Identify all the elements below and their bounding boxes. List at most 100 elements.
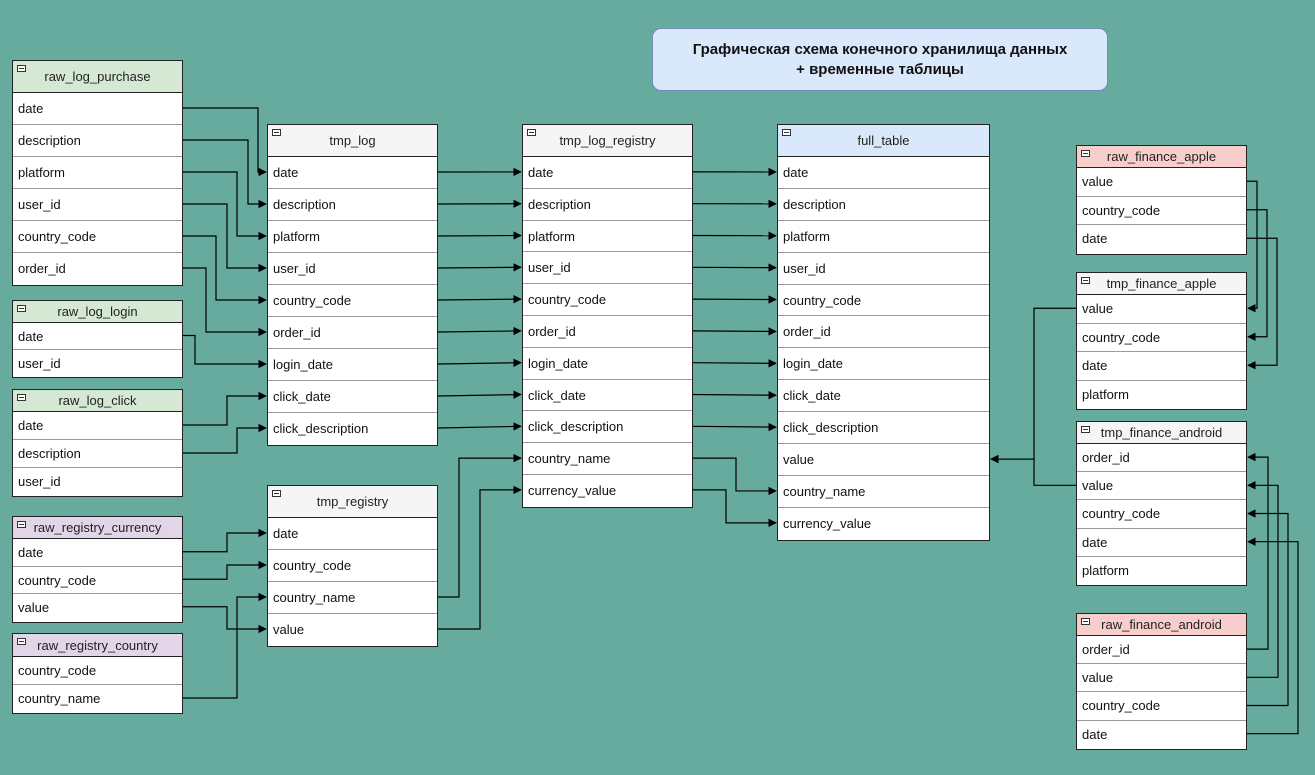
field-row[interactable]: order_id — [268, 317, 437, 349]
field-row[interactable]: country_code — [13, 221, 182, 253]
field-row[interactable]: date — [1077, 352, 1246, 381]
field-row[interactable]: date — [13, 323, 182, 350]
field-row[interactable]: platform — [778, 221, 989, 253]
field-row[interactable]: description — [523, 189, 692, 221]
field-row[interactable]: currency_value — [783, 515, 872, 531]
field-row[interactable]: platform — [1082, 386, 1129, 402]
collapse-icon[interactable] — [17, 305, 26, 312]
field-row[interactable]: platform — [523, 221, 692, 253]
collapse-icon[interactable] — [1081, 618, 1090, 625]
field-row[interactable]: date — [523, 157, 692, 189]
field-row[interactable]: click_date — [268, 381, 437, 413]
collapse-icon[interactable] — [1081, 426, 1090, 433]
field-row[interactable]: description — [13, 125, 182, 157]
field-row[interactable]: date — [13, 539, 182, 567]
field-row[interactable]: order_id — [1077, 636, 1246, 665]
field-row[interactable]: user_id — [268, 253, 437, 285]
field-row[interactable]: platform — [268, 221, 437, 253]
field-row[interactable]: country_code — [1077, 324, 1246, 352]
field-row[interactable]: order_id — [523, 316, 692, 348]
field-row[interactable]: user_id — [523, 252, 692, 285]
field-row[interactable]: platform — [1082, 562, 1129, 578]
field-row[interactable]: country_name — [18, 691, 101, 706]
field-row[interactable]: country_name — [778, 476, 989, 508]
field-row[interactable]: date — [1077, 529, 1246, 557]
field-row[interactable]: order_id — [778, 316, 989, 349]
table-header[interactable]: raw_log_click — [13, 390, 182, 412]
table-header[interactable]: full_table — [778, 125, 989, 157]
field-row[interactable]: user_id — [18, 356, 61, 371]
field-row[interactable]: user_id — [18, 474, 61, 489]
table-header[interactable]: raw_finance_apple — [1077, 146, 1246, 168]
field-row[interactable]: country_name — [268, 582, 437, 614]
field-row[interactable]: login_date — [523, 348, 692, 380]
field-row[interactable]: date — [268, 518, 437, 550]
field-row[interactable]: date — [778, 157, 989, 189]
collapse-icon[interactable] — [272, 129, 281, 136]
field-row[interactable]: date — [13, 93, 182, 125]
table-header[interactable]: raw_registry_country — [13, 634, 182, 657]
field-row[interactable]: value — [1077, 664, 1246, 693]
collapse-icon[interactable] — [17, 394, 26, 401]
table-header[interactable]: tmp_log — [268, 125, 437, 157]
collapse-icon[interactable] — [272, 490, 281, 497]
field-row[interactable]: date — [13, 412, 182, 440]
field-row[interactable]: country_code — [13, 567, 182, 594]
field-row[interactable]: click_date — [523, 380, 692, 412]
table-header[interactable]: raw_log_purchase — [13, 61, 182, 93]
field-row[interactable]: date — [1082, 231, 1108, 246]
collapse-icon[interactable] — [17, 521, 26, 528]
collapse-icon[interactable] — [527, 129, 536, 136]
field-row[interactable]: country_code — [778, 285, 989, 317]
field-row[interactable]: user_id — [13, 189, 182, 221]
field-row[interactable]: country_code — [268, 285, 437, 317]
field-row[interactable]: description — [13, 440, 182, 468]
field-row[interactable]: click_date — [778, 380, 989, 413]
field-row[interactable]: value — [1077, 472, 1246, 501]
collapse-icon[interactable] — [1081, 150, 1090, 157]
field-row[interactable]: value — [1077, 168, 1246, 197]
field-row[interactable]: click_description — [273, 421, 369, 436]
field-row[interactable]: date — [268, 157, 437, 189]
field-row[interactable]: country_code — [268, 550, 437, 582]
table-header[interactable]: tmp_log_registry — [523, 125, 692, 157]
field-row[interactable]: click_description — [523, 411, 692, 444]
table-header[interactable]: raw_log_login — [13, 301, 182, 323]
table-header[interactable]: raw_finance_android — [1077, 614, 1246, 636]
field-row[interactable]: value — [273, 622, 305, 637]
field-row[interactable]: country_code — [1077, 197, 1246, 225]
field-row[interactable]: value — [18, 600, 50, 615]
field-row[interactable]: value — [1077, 295, 1246, 324]
field-row[interactable]: country_code — [523, 284, 692, 316]
field-row[interactable]: currency_value — [528, 482, 617, 498]
field-row[interactable]: country_name — [523, 443, 692, 475]
field-row[interactable]: value — [778, 444, 989, 476]
field-row[interactable]: country_code — [1077, 500, 1246, 529]
field-row[interactable]: login_date — [268, 349, 437, 381]
collapse-icon[interactable] — [17, 65, 26, 72]
field-row[interactable]: country_code — [13, 657, 182, 685]
table-header[interactable]: tmp_finance_android — [1077, 422, 1246, 444]
collapse-icon[interactable] — [17, 638, 26, 645]
field-row[interactable]: platform — [13, 157, 182, 189]
field-row[interactable]: date — [1082, 726, 1108, 742]
field-row[interactable]: login_date — [778, 348, 989, 381]
field-row[interactable]: country_code — [1077, 692, 1246, 721]
field-row[interactable]: user_id — [778, 253, 989, 285]
table-header[interactable]: raw_registry_currency — [13, 517, 182, 539]
field-row[interactable]: description — [268, 189, 437, 221]
collapse-icon[interactable] — [782, 129, 791, 136]
